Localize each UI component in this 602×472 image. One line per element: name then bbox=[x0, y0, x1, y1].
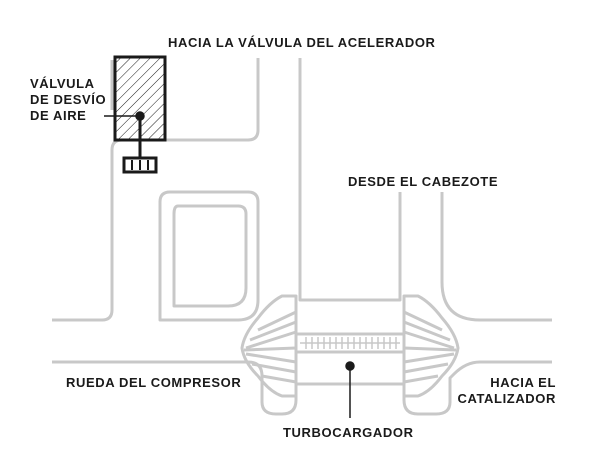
head-pipe-right bbox=[440, 192, 552, 322]
label-to-throttle: HACIA LA VÁLVULA DEL ACELERADOR bbox=[168, 35, 436, 50]
actuator-ticks bbox=[131, 160, 149, 170]
label-bypass-line2: DE DESVÍO bbox=[30, 92, 107, 107]
label-catalyst-line1: HACIA EL bbox=[490, 375, 556, 390]
label-turbocharger: TURBOCARGADOR bbox=[283, 425, 414, 440]
compressor-fins bbox=[243, 310, 297, 384]
intake-pipe-outer bbox=[52, 58, 260, 322]
turbine-housing bbox=[402, 294, 460, 398]
label-bypass-valve: VÁLVULA DE DESVÍO DE AIRE bbox=[30, 76, 106, 124]
turbo-shaft bbox=[294, 332, 406, 354]
label-from-head: DESDE EL CABEZOTE bbox=[348, 174, 499, 189]
label-to-catalyst: HACIA EL CATALIZADOR bbox=[454, 375, 556, 407]
pipe-network bbox=[52, 58, 552, 416]
turbine-fins bbox=[403, 310, 457, 384]
leader-lines bbox=[104, 111, 355, 418]
turbine-outlet-pipe bbox=[402, 360, 552, 416]
label-compressor-wheel: RUEDA DEL COMPRESOR bbox=[66, 375, 242, 390]
throttle-pipe-right bbox=[298, 58, 402, 302]
inner-chamber-outer bbox=[158, 190, 260, 322]
label-bypass-line3: DE AIRE bbox=[30, 108, 87, 123]
inner-chamber-inner bbox=[172, 204, 248, 308]
bypass-leader-dot bbox=[135, 111, 145, 121]
compressor-housing bbox=[240, 294, 298, 398]
turbo-leader-dot bbox=[345, 361, 355, 371]
shaft-ridges bbox=[300, 337, 400, 349]
label-catalyst-line2: CATALIZADOR bbox=[457, 391, 556, 406]
label-bypass-line1: VÁLVULA bbox=[30, 76, 95, 91]
